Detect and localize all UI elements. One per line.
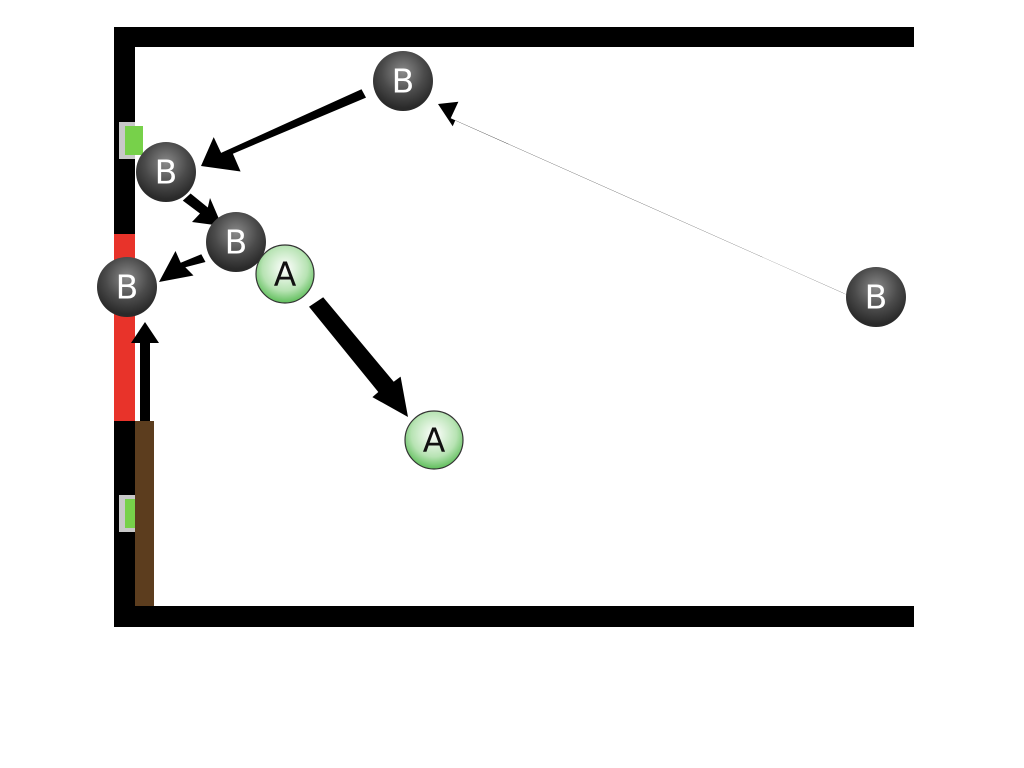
- ball-label: B: [155, 153, 178, 192]
- bumper-top: [119, 122, 143, 159]
- move-arrow: [438, 101, 849, 296]
- court: [114, 27, 914, 627]
- ball-label: B: [865, 278, 888, 317]
- bumper-bottom: [119, 495, 135, 532]
- ball-b-middle[interactable]: [206, 212, 266, 272]
- move-arrow: [131, 322, 159, 421]
- ball[interactable]: B: [97, 257, 157, 317]
- ball[interactable]: B: [136, 142, 196, 202]
- ball-b-upper-left[interactable]: [136, 142, 196, 202]
- ball-a-lower[interactable]: [404, 410, 464, 470]
- ball[interactable]: A: [404, 410, 464, 470]
- paddle[interactable]: [135, 421, 154, 606]
- move-arrow: [309, 297, 408, 417]
- ball-label: B: [116, 268, 139, 307]
- ball[interactable]: B: [373, 51, 433, 111]
- ball-label: A: [423, 421, 446, 460]
- ball-b-at-goal[interactable]: [97, 257, 157, 317]
- top-wall: [114, 27, 914, 47]
- ball-label: B: [225, 223, 248, 262]
- bumper-top-pad: [125, 126, 143, 155]
- ball-label: A: [274, 255, 297, 294]
- ball[interactable]: B: [846, 267, 906, 327]
- ball-b-right[interactable]: [846, 267, 906, 327]
- ball-b-top[interactable]: [373, 51, 433, 111]
- ball[interactable]: A: [255, 244, 315, 304]
- move-arrow: [201, 89, 366, 172]
- bottom-wall: [114, 606, 914, 627]
- ball-a-upper[interactable]: [255, 244, 315, 304]
- bumper-bottom-pad: [125, 499, 135, 528]
- ball[interactable]: B: [206, 212, 266, 272]
- move-arrows: [131, 89, 849, 421]
- move-arrow: [159, 251, 206, 282]
- ball-label: B: [392, 62, 415, 101]
- move-arrow: [182, 193, 222, 226]
